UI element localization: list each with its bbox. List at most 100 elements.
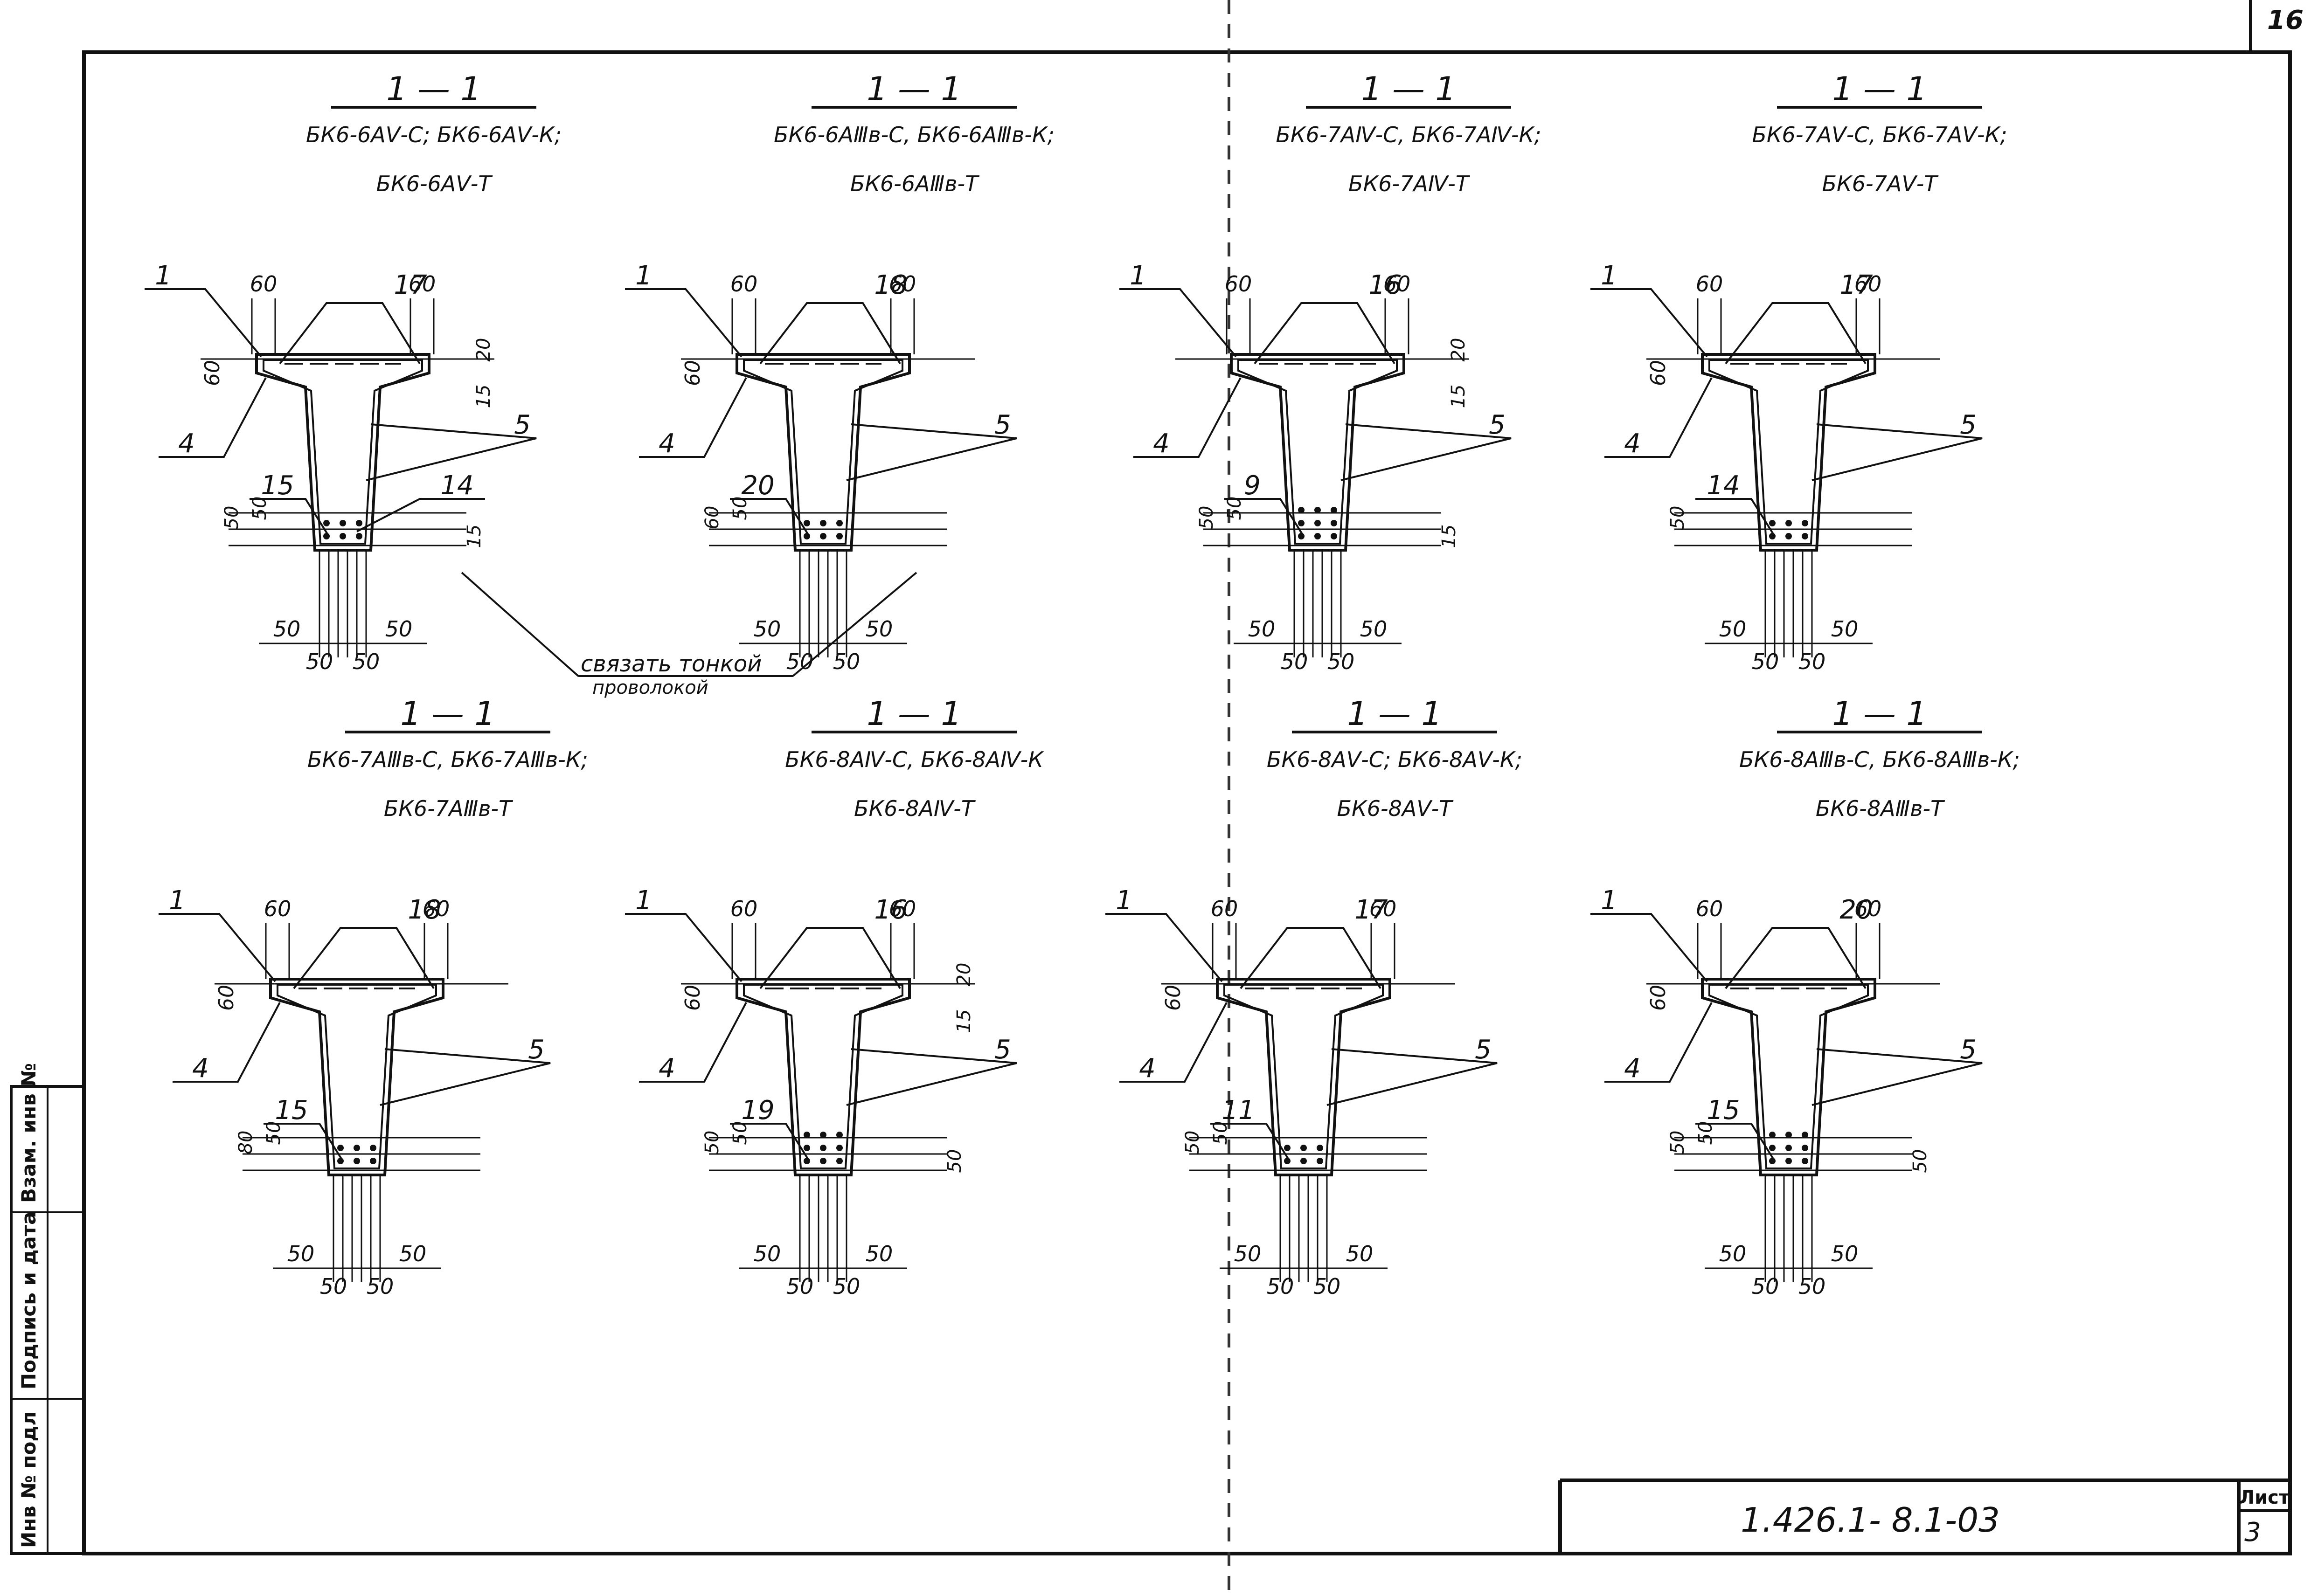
rebar-dot xyxy=(804,1145,810,1151)
leader-5 xyxy=(846,423,1017,481)
rebar-dot xyxy=(1802,1158,1808,1164)
dim-side-c: 50 xyxy=(1909,1149,1931,1173)
callout-1: 1 xyxy=(1116,885,1132,916)
dim-flange-left: 60 xyxy=(730,896,758,921)
reinforcement-cage xyxy=(1708,359,1869,545)
callout-top: 17 xyxy=(394,270,427,300)
reinforcement-cage xyxy=(1223,984,1384,1169)
section-mark-line2: БК6-6АⅢв-Т xyxy=(850,171,980,196)
doc-code: 1.426.1- 8.1-03 xyxy=(1741,1500,2000,1540)
beam-outline xyxy=(736,353,911,552)
stamp-signature-date: Подпись и дата xyxy=(17,1212,40,1389)
reinforcement-cage xyxy=(1237,359,1398,545)
rebar-dot xyxy=(1298,520,1305,526)
dim-bottom-left2: 50 xyxy=(786,649,814,674)
callout-1: 1 xyxy=(1601,885,1617,916)
dim-side-a: 50 xyxy=(1182,1131,1203,1154)
rebar-dot xyxy=(1284,1145,1291,1151)
dim-top-cover2: 15 xyxy=(473,385,494,408)
rebar-dot xyxy=(1769,1132,1776,1138)
section-mark-line1: БК6-7АⅢв-С, БК6-7АⅢв-К; xyxy=(307,747,588,772)
dim-bottom-right: 50 xyxy=(1346,1241,1374,1266)
callout-1: 1 xyxy=(635,885,652,916)
leader-top xyxy=(1725,927,1867,989)
dim-bottom-left: 50 xyxy=(1719,1241,1747,1266)
leader-4 xyxy=(159,377,267,458)
tie-note-line1: связать тонкой xyxy=(581,651,762,677)
reinforcement-cage xyxy=(743,359,903,545)
section-mark-line2: БК6-8АⅢв-Т xyxy=(1816,796,1945,821)
dim-bottom-right2: 50 xyxy=(833,649,861,674)
dim-flange-height: 60 xyxy=(1646,360,1670,386)
dim-bottom-left2: 50 xyxy=(320,1274,347,1299)
leader-4 xyxy=(639,377,747,458)
callout-1: 1 xyxy=(1130,261,1146,291)
section-mark-line2: БК6-6АⅤ-Т xyxy=(376,171,493,196)
section-title: 1 — 1 xyxy=(867,70,962,108)
leader-1 xyxy=(625,288,743,358)
dim-bottom-right2: 50 xyxy=(1798,1274,1826,1299)
leader-5 xyxy=(1811,423,1983,481)
dim-bottom-right: 50 xyxy=(385,616,413,642)
leader-4 xyxy=(639,1002,747,1083)
dim-side-b: 50 xyxy=(1210,1121,1231,1145)
dim-flange-height: 60 xyxy=(1161,985,1185,1011)
callout-1: 1 xyxy=(1601,261,1617,291)
callout-1: 1 xyxy=(169,885,186,916)
dim-side-a: 50 xyxy=(1667,1131,1688,1154)
title-block: 1.426.1- 8.1-03 Лист 3 xyxy=(1558,1479,2290,1554)
dim-flange-right: 60 xyxy=(889,896,916,921)
rebar-dot xyxy=(820,1145,826,1151)
beam-outline xyxy=(269,978,444,1176)
rebar-dot xyxy=(1769,1145,1776,1151)
section-title: 1 — 1 xyxy=(1361,70,1456,108)
dim-bottom-left2: 50 xyxy=(1752,649,1779,674)
leader-top xyxy=(1254,302,1395,365)
dim-bottom-left: 50 xyxy=(754,616,781,642)
rebar-dot xyxy=(836,1158,843,1164)
leader-5 xyxy=(1340,423,1512,481)
rebar-dot xyxy=(1802,533,1808,539)
callout-4: 4 xyxy=(1624,428,1641,459)
leader-top xyxy=(1240,927,1381,989)
callout-top: 16 xyxy=(1368,270,1402,300)
reinforcement-cage xyxy=(1708,984,1869,1169)
dim-flange-right: 60 xyxy=(423,896,450,921)
rebar-dot xyxy=(356,520,362,526)
rebar-dot xyxy=(1314,533,1321,539)
dim-bottom-right: 50 xyxy=(1831,1241,1859,1266)
dim-flange-left: 60 xyxy=(1696,271,1723,297)
rebar-dot xyxy=(1785,533,1792,539)
dim-side-a: 50 xyxy=(221,506,243,530)
dim-flange-height: 60 xyxy=(681,360,705,386)
section-mark-line2: БК6-8АⅣ-Т xyxy=(854,796,976,821)
beam-outline xyxy=(1216,978,1391,1176)
callout-top: 20 xyxy=(1839,895,1873,925)
dim-bottom-right2: 50 xyxy=(353,649,380,674)
leader-bottom-bars xyxy=(730,1123,810,1162)
leader-bottom-bars xyxy=(1695,1123,1776,1162)
section-title: 1 — 1 xyxy=(867,695,962,733)
rebar-dot xyxy=(1769,520,1776,526)
rebar-dot xyxy=(1785,1158,1792,1164)
leader-bottom-bars xyxy=(1224,498,1305,537)
dim-bottom-right: 50 xyxy=(399,1241,427,1266)
dim-top-cover2: 15 xyxy=(953,1009,975,1033)
rebar-dot xyxy=(354,1145,360,1151)
dim-bottom-left2: 50 xyxy=(1752,1274,1779,1299)
rebar-dot xyxy=(1300,1145,1307,1151)
rebar-dot xyxy=(820,533,826,539)
dim-flange-left: 60 xyxy=(1696,896,1723,921)
page-number: 16 xyxy=(2267,5,2304,35)
beam-outline xyxy=(736,978,911,1176)
rebar-dot xyxy=(1331,533,1337,539)
callout-bottom-bars: 15 xyxy=(1707,1095,1740,1126)
leader-bottom-bars xyxy=(264,1123,344,1162)
callout-4: 4 xyxy=(178,428,195,459)
dim-bottom-left: 50 xyxy=(273,616,301,642)
leader-4 xyxy=(173,1002,281,1083)
callout-bottom-bars: 19 xyxy=(741,1095,774,1126)
